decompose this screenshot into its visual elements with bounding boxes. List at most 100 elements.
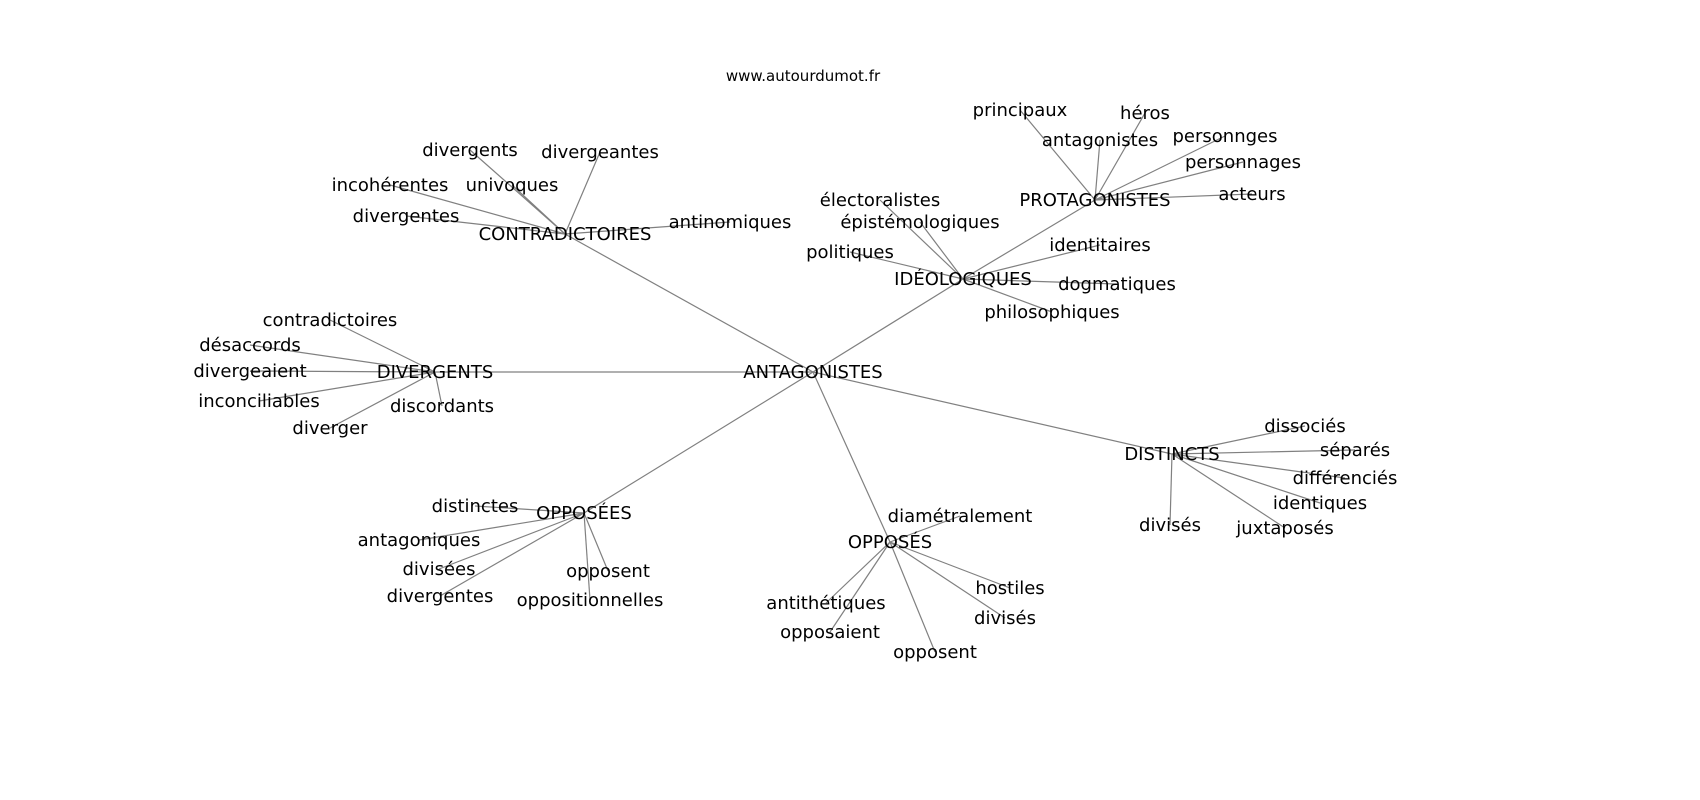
graph-edge [962, 278, 1053, 313]
leaf-node: désaccords [199, 335, 301, 356]
graph-edge [1171, 453, 1321, 504]
graph-edge [1019, 109, 1096, 201]
graph-edge [1171, 449, 1356, 455]
graph-edge [889, 515, 961, 543]
leaf-node: identitaires [1049, 235, 1151, 256]
leaf-node: divergeaient [193, 361, 306, 382]
graph-edge [962, 244, 1101, 280]
leaf-node: séparés [1320, 440, 1390, 461]
graph-edge [249, 370, 436, 373]
graph-edge [829, 541, 891, 633]
graph-edge [405, 215, 566, 235]
root-node: ANTAGONISTES [743, 362, 882, 383]
group-node: OPPOSÉS [848, 531, 932, 553]
graph-edge [474, 505, 585, 514]
graph-edge [962, 278, 1118, 285]
leaf-node: dissociés [1264, 416, 1346, 437]
leaf-node: électoralistes [820, 190, 940, 211]
graph-edge [583, 371, 814, 514]
leaf-node: inconciliables [198, 391, 320, 412]
group-node: PROTAGONISTES [1019, 190, 1170, 211]
leaf-node: opposent [566, 561, 650, 582]
leaf-node: antithétiques [766, 593, 885, 614]
graph-edge [329, 319, 436, 373]
graph-edge [583, 512, 591, 601]
graph-edge [889, 541, 1011, 589]
graph-edge [329, 371, 436, 429]
graph-edge [434, 371, 443, 407]
graph-edge [889, 541, 936, 653]
leaf-node: héros [1120, 103, 1170, 124]
leaf-node: juxtaposés [1235, 518, 1333, 539]
leaf-node: divisés [974, 608, 1036, 629]
leaf-node: oppositionnelles [517, 590, 664, 611]
leaf-node: diverger [292, 418, 368, 439]
leaf-node: dogmatiques [1058, 274, 1176, 295]
leaf-node: acteurs [1218, 184, 1285, 205]
graph-edge [1169, 453, 1173, 526]
leaf-node: divergents [422, 140, 518, 161]
graph-edge [1171, 425, 1306, 455]
leaf-node: divergentes [353, 206, 460, 227]
graph-edge [511, 184, 566, 235]
graph-nodes: ANTAGONISTES CONTRADICTOIRES divergents div… [193, 100, 1397, 663]
graph-edge [439, 512, 585, 597]
graph-edge [879, 199, 964, 280]
graph-edge [962, 199, 1096, 280]
graph-edge [919, 221, 964, 280]
leaf-node: identiques [1273, 493, 1367, 514]
graph-edge [249, 344, 436, 373]
graph-edge [1171, 453, 1286, 529]
graph-edges [249, 109, 1356, 653]
leaf-node: épistémologiques [840, 212, 999, 233]
leaf-node: politiques [806, 242, 894, 263]
graph-edge [389, 184, 566, 235]
group-node: DIVERGENTS [377, 362, 494, 383]
graph-edge [1094, 139, 1101, 201]
leaf-node: antinomiques [669, 212, 792, 233]
graph-edge [1094, 135, 1226, 201]
leaf-node: contradictoires [263, 310, 398, 331]
leaf-node: incohérentes [332, 175, 449, 196]
graph-edge [1094, 161, 1244, 201]
leaf-node: opposent [893, 642, 977, 663]
graph-edge [889, 541, 1006, 619]
graph-edge [849, 251, 964, 280]
leaf-node: univoques [466, 175, 559, 196]
leaf-node: différenciés [1293, 468, 1398, 489]
graph-edge [825, 541, 891, 604]
group-node: DISTINCTS [1124, 444, 1219, 465]
graph-edge [564, 221, 731, 235]
graph-edge [564, 233, 814, 373]
leaf-node: divergeantes [541, 142, 659, 163]
graph-edge [1094, 112, 1146, 201]
graph-edge [258, 371, 436, 402]
leaf-node: antagonistes [1042, 130, 1158, 151]
leaf-node: personnages [1185, 152, 1301, 173]
leaf-node: diamétralement [888, 506, 1033, 527]
graph-edge [564, 151, 601, 235]
leaf-node: antagoniques [358, 530, 481, 551]
leaf-node: discordants [390, 396, 494, 417]
leaf-node: hostiles [975, 578, 1044, 599]
group-node: CONTRADICTOIRES [479, 224, 652, 245]
graph-edge [812, 371, 891, 543]
graph-edge [812, 371, 1173, 455]
leaf-node: principaux [973, 100, 1068, 121]
group-node: OPPOSÉES [536, 502, 632, 524]
leaf-node: personnges [1173, 126, 1278, 147]
graph-edge [583, 512, 609, 572]
site-title: www.autourdumot.fr [726, 67, 881, 85]
leaf-node: opposaient [780, 622, 880, 643]
leaf-node: philosophiques [984, 302, 1119, 323]
graph-edge [418, 512, 585, 541]
group-node: IDÉOLOGIQUES [894, 268, 1032, 290]
graph-edge [438, 512, 585, 570]
leaf-node: divergentes [387, 586, 494, 607]
graph-edge [1171, 453, 1346, 479]
graph-edge [812, 278, 964, 373]
leaf-node: divisés [1139, 515, 1201, 536]
leaf-node: distinctes [432, 496, 519, 517]
leaf-node: divisées [403, 559, 476, 580]
